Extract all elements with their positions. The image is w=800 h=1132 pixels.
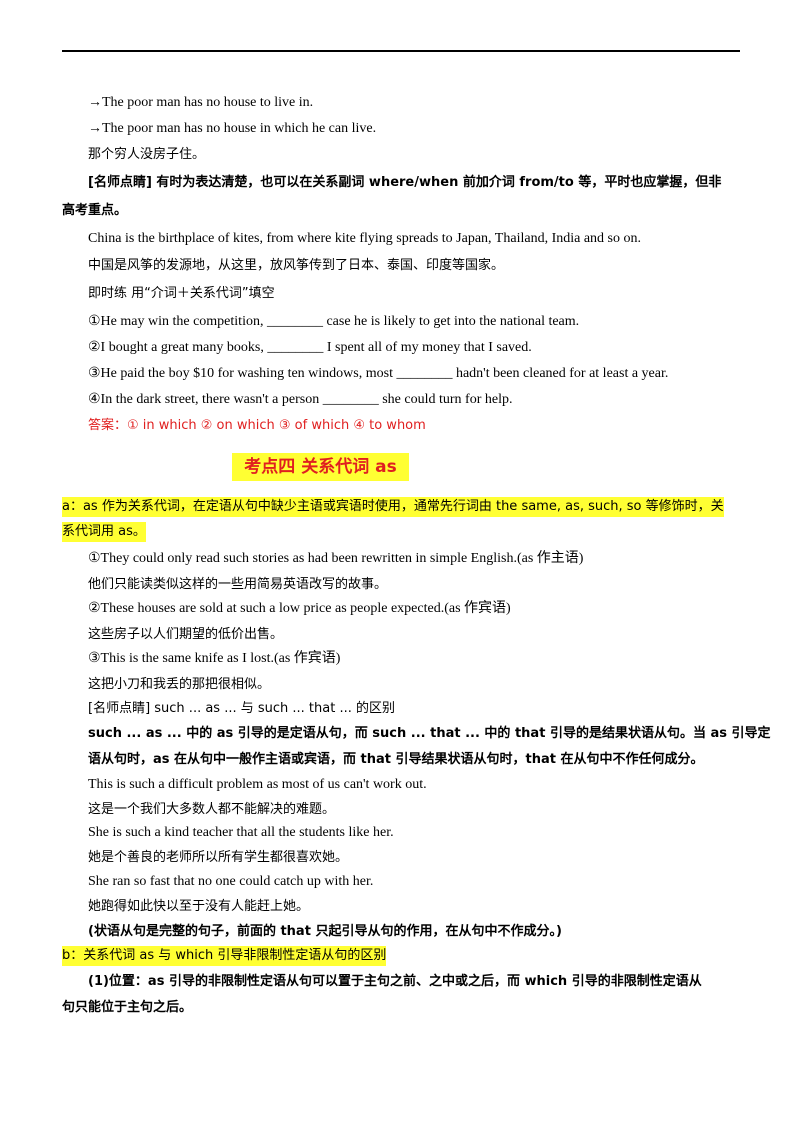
example-infinitive: →The poor man has no house to live in. — [88, 95, 314, 110]
example-such-as: This is such a difficult problem as most… — [88, 777, 427, 792]
example-sentence-1: ①They could only read such stories as ha… — [88, 551, 584, 566]
practice-question-3: ③He paid the boy $10 for washing ten win… — [88, 366, 669, 381]
translation: 中国是风筝的发源地，从这里，放风筝传到了日本、泰国、印度等国家。 — [88, 258, 505, 273]
practice-question-2: ②I bought a great many books, ________ I… — [88, 340, 532, 355]
translation: 这把小刀和我丢的那把很相似。 — [88, 677, 271, 692]
tip-title: [名师点睛] such ... as ... 与 such ... that .… — [88, 701, 395, 716]
position-point-cont: 句只能位于主句之后。 — [62, 1000, 193, 1015]
example-such-that: She is such a kind teacher that all the … — [88, 825, 394, 840]
rule-b: b：关系代词 as 与 which 引导非限制性定语从句的区别 — [62, 946, 387, 966]
tip-note: [名师点睛] 有时为表达清楚，也可以在关系副词 where/when 前加介词 … — [88, 175, 722, 190]
rule-a-cont: 系代词用 as。 — [62, 522, 146, 542]
translation: 那个穷人没房子住。 — [88, 147, 206, 162]
example-sentence-2: ②These houses are sold at such a low pri… — [88, 601, 511, 616]
note: (状语从句是完整的句子，前面的 that 只起引导从句的作用，在从句中不作成分。… — [88, 924, 562, 939]
practice-title: 即时练 用“介词＋关系代词”填空 — [88, 286, 275, 301]
position-point: (1)位置：as 引导的非限制性定语从句可以置于主句之前、之中或之后，而 whi… — [88, 974, 702, 989]
translation: 这是一个我们大多数人都不能解决的难题。 — [88, 802, 336, 817]
example-sentence-3: ③This is the same knife as I lost.(as 作宾… — [88, 651, 341, 666]
practice-question-1: ①He may win the competition, ________ ca… — [88, 314, 580, 329]
tip-note-cont: 高考重点。 — [62, 203, 128, 218]
rule-a: a：as 作为关系代词，在定语从句中缺少主语或宾语时使用，通常先行词由 the … — [62, 497, 724, 517]
tip-body-cont: 语从句时，as 在从句中一般作主语或宾语，而 that 引导结果状语从句时，th… — [88, 752, 704, 767]
translation: 她跑得如此快以至于没有人能赶上她。 — [88, 899, 310, 914]
translation: 她是个善良的老师所以所有学生都很喜欢她。 — [88, 850, 349, 865]
practice-question-4: ④In the dark street, there wasn't a pers… — [88, 392, 513, 407]
answer-line: 答案：① in which ② on which ③ of which ④ to… — [88, 418, 426, 433]
example-so-that: She ran so fast that no one could catch … — [88, 874, 374, 889]
translation: 他们只能读类似这样的一些用简易英语改写的故事。 — [88, 577, 388, 592]
tip-body: such ... as ... 中的 as 引导的是定语从句，而 such ..… — [88, 726, 771, 741]
header-rule — [62, 50, 740, 52]
section-heading: 考点四 关系代词 as — [232, 453, 409, 481]
example-from-where: China is the birthplace of kites, from w… — [88, 231, 641, 246]
example-in-which: →The poor man has no house in which he c… — [88, 121, 377, 136]
translation: 这些房子以人们期望的低价出售。 — [88, 627, 284, 642]
